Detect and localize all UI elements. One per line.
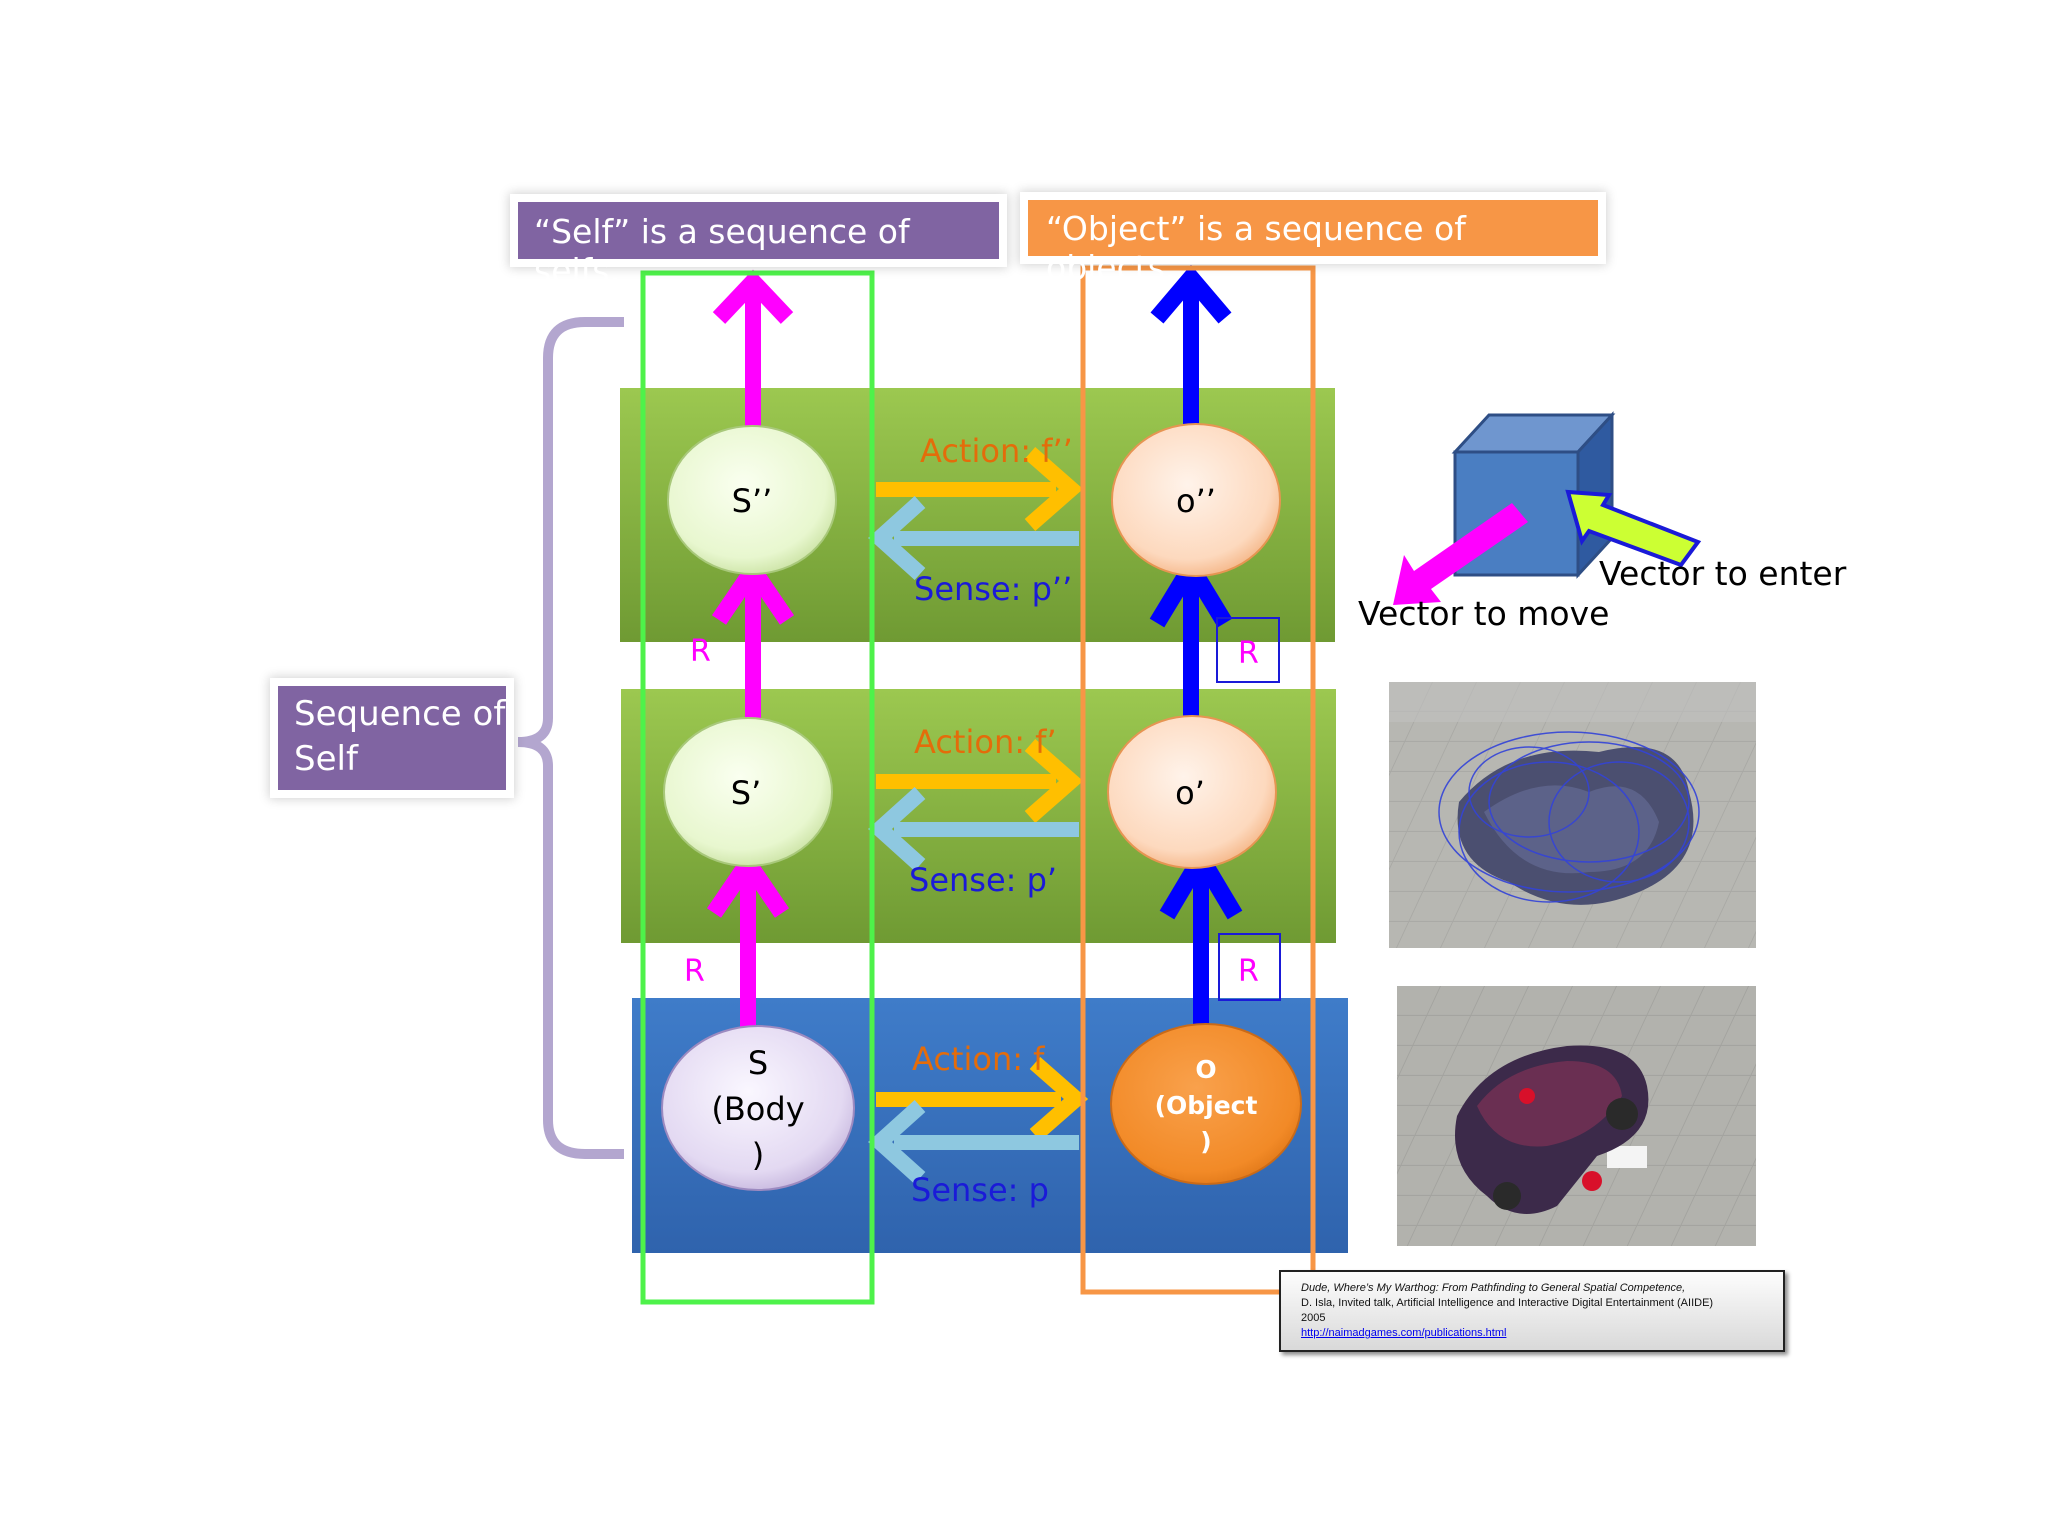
object-node-middle: [1107, 715, 1277, 869]
sense-arrow-bottom: [868, 1100, 1079, 1184]
object-node-top: [1111, 423, 1281, 577]
object-node-object: [1110, 1023, 1302, 1185]
robot-screenshot-navigation: [1389, 682, 1756, 948]
self-column-frame: [640, 270, 875, 1305]
citation-box: Dude, Where’s My Warthog: From Pathfindi…: [1279, 1270, 1785, 1352]
sequence-of-self-line2: Self: [294, 739, 358, 779]
self-r-label-upper: R: [690, 634, 711, 669]
self-node-body-line1: S: [748, 1044, 768, 1082]
robot-screenshot-body: [1397, 986, 1756, 1246]
citation-year: 2005: [1301, 1312, 1326, 1324]
self-node-middle-label: S’: [731, 774, 761, 812]
self-node-body: [661, 1025, 855, 1191]
action-arrow-bottom: [876, 1056, 1089, 1142]
sense-arrow-middle: [868, 787, 1079, 871]
object-node-object-line2: (Object: [1155, 1091, 1258, 1120]
vector-to-move-label: Vector to move: [1358, 594, 1610, 633]
object-arrow-to-top: [1150, 264, 1232, 446]
object-sequence-title: “Object” is a sequence of objects.: [1028, 200, 1598, 287]
self-node-top-label: S’’: [732, 482, 773, 520]
action-label-bottom: Action: f: [912, 1040, 1045, 1078]
sense-arrow-top: [868, 496, 1079, 580]
self-node-body-line3: ): [752, 1136, 764, 1174]
citation-link[interactable]: http://naimadgames.com/publications.html: [1301, 1327, 1507, 1339]
self-sequence-title: “Self” is a sequence of selfs.: [518, 202, 999, 290]
citation-title: Dude, Where’s My Warthog: From Pathfindi…: [1301, 1282, 1686, 1294]
sequence-of-self-line1: Sequence of: [294, 694, 506, 734]
self-node-body-line2: (Body: [711, 1090, 804, 1128]
citation-authors: D. Isla, Invited talk, Artificial Intell…: [1301, 1297, 1714, 1309]
self-r-label-lower: R: [684, 954, 705, 989]
object-r-label-lower: R: [1238, 954, 1259, 989]
object-node-middle-label: o’: [1175, 774, 1205, 812]
action-arrow-top: [876, 446, 1084, 532]
self-node-top: [667, 425, 837, 575]
object-node-top-label: o’’: [1176, 482, 1216, 520]
object-node-object-line3: ): [1200, 1127, 1211, 1156]
object-column-frame: [1080, 265, 1316, 1295]
vector-to-enter-label: Vector to enter: [1599, 554, 1847, 593]
sense-label-top: Sense: p’’: [914, 570, 1072, 608]
sense-label-bottom: Sense: p: [911, 1171, 1049, 1209]
object-r-label-upper: R: [1238, 636, 1259, 671]
object-r-box-lower: [1218, 933, 1281, 1001]
action-label-middle: Action: f’: [914, 723, 1057, 761]
action-arrow-middle: [876, 738, 1084, 824]
object-r-box-upper: [1216, 617, 1280, 683]
vector-to-move-arrow: [1393, 503, 1528, 605]
sequence-of-self-label: Sequence of Self: [278, 686, 506, 790]
action-label-top: Action: f’’: [920, 432, 1073, 470]
self-node-middle: [663, 717, 833, 867]
vector-to-enter-arrow: [1565, 489, 1702, 568]
sense-label-middle: Sense: p’: [909, 861, 1057, 899]
self-arrow-to-top: [712, 269, 794, 449]
object-node-object-line1: O: [1195, 1055, 1216, 1084]
sequence-bracket: [517, 317, 624, 1159]
